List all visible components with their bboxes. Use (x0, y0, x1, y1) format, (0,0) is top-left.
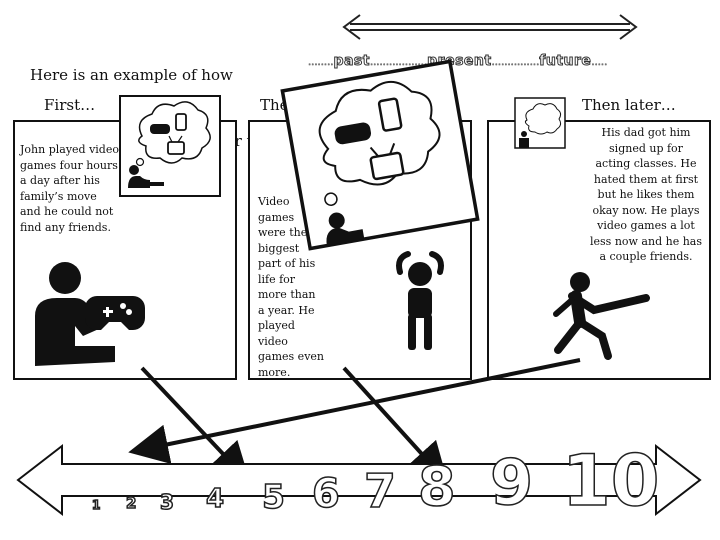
scale-number-5: 5 (262, 480, 285, 513)
scale-number-1: 1 (92, 499, 100, 511)
scale-number-7: 7 (364, 468, 396, 514)
scale-number-10: 10 (562, 446, 659, 516)
scale-number-3: 3 (160, 492, 174, 512)
scale-number-4: 4 (206, 486, 224, 512)
scale-number-6: 6 (312, 474, 340, 514)
scale-number-8: 8 (418, 460, 456, 514)
scale-number-9: 9 (490, 452, 533, 514)
scale-number-2: 2 (126, 496, 136, 511)
